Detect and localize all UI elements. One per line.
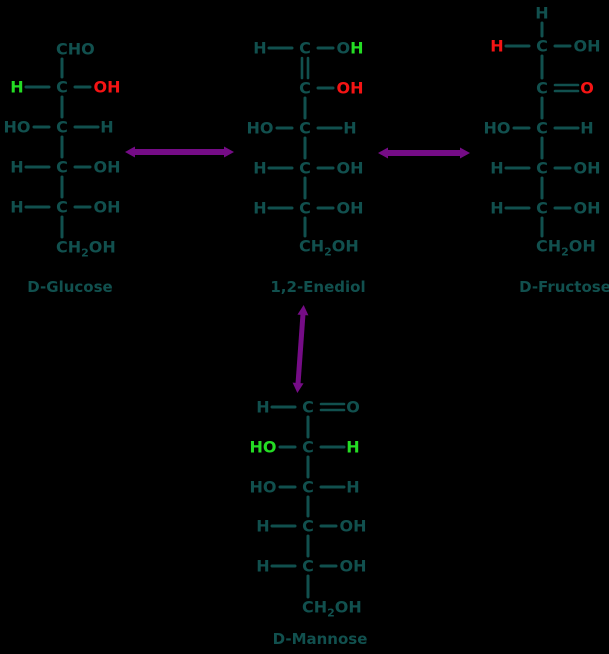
carbon-atom: C xyxy=(536,37,548,56)
substituent-right: OH xyxy=(574,199,601,218)
substituent-right: OH xyxy=(337,199,364,218)
group-ch2oh: CH2OH xyxy=(56,238,116,260)
substituent-right: H xyxy=(100,118,113,137)
structure-label-mannose: D-Mannose xyxy=(273,630,368,648)
group-cho: CHO xyxy=(56,40,95,59)
group-ch2oh: CH2OH xyxy=(536,237,596,259)
group-ch2oh: CH2OH xyxy=(299,237,359,259)
substituent-left: H xyxy=(256,398,269,417)
carbon-atom: C xyxy=(302,517,314,536)
arrow-head xyxy=(378,147,388,159)
carbon-atom: C xyxy=(536,119,548,138)
substituent-left: H xyxy=(10,78,23,97)
arrow-head xyxy=(125,146,135,158)
equilibrium-arrow-enediol-mannose-equilibrium xyxy=(292,305,309,393)
substituent-left: HO xyxy=(484,119,511,138)
substituent-left: H xyxy=(256,557,269,576)
substituent-right: OH xyxy=(574,159,601,178)
carbon-atom: C xyxy=(299,159,311,178)
substituent-left: H xyxy=(253,39,266,58)
substituent-left: H xyxy=(490,199,503,218)
substituent-left: HO xyxy=(247,119,274,138)
substituent-right: H xyxy=(580,119,593,138)
substituent-left: H xyxy=(256,517,269,536)
substituent-left: H xyxy=(10,198,23,217)
substituent-left: H xyxy=(10,158,23,177)
carbon-atom: C xyxy=(299,119,311,138)
structure-label-enediol: 1,2-Enediol xyxy=(270,278,365,296)
carbon-atom: C xyxy=(56,198,68,217)
substituent-right: OH xyxy=(337,39,364,58)
substituent-right: OH xyxy=(340,557,367,576)
substituent-right: H xyxy=(343,119,356,138)
carbon-atom: C xyxy=(536,79,548,98)
carbon-atom: C xyxy=(536,199,548,218)
substituent-left: HO xyxy=(250,478,277,497)
carbon-atom: C xyxy=(299,199,311,218)
substituent-right: H xyxy=(346,438,359,457)
equilibrium-arrow-enediol-fructose-equilibrium xyxy=(378,147,470,159)
carbon-atom: C xyxy=(536,159,548,178)
arrow-shaft xyxy=(295,313,306,385)
substituent-right: OH xyxy=(337,79,364,98)
carbon-atom: H xyxy=(535,4,548,23)
substituent-right: OH xyxy=(94,198,121,217)
carbon-atom: C xyxy=(302,478,314,497)
substituent-right: O xyxy=(580,79,594,98)
substituent-right: OH xyxy=(340,517,367,536)
substituent-right: H xyxy=(346,478,359,497)
substituent-right: OH xyxy=(574,37,601,56)
substituent-right: OH xyxy=(94,158,121,177)
carbon-atom: C xyxy=(302,438,314,457)
arrow-head xyxy=(460,147,470,159)
substituent-right: OH xyxy=(337,159,364,178)
substituent-left: H xyxy=(490,37,503,56)
carbon-atom: C xyxy=(56,118,68,137)
carbon-atom: C xyxy=(56,78,68,97)
arrow-head xyxy=(224,146,234,158)
substituent-right: OH xyxy=(94,78,121,97)
equilibrium-arrow-glucose-enediol-equilibrium xyxy=(125,146,234,158)
substituent-left: H xyxy=(253,159,266,178)
carbon-atom: C xyxy=(302,557,314,576)
group-ch2oh: CH2OH xyxy=(302,598,362,620)
substituent-right: O xyxy=(346,398,360,417)
substituent-left: H xyxy=(253,199,266,218)
structure-label-glucose: D-Glucose xyxy=(27,278,112,296)
carbon-atom: C xyxy=(299,39,311,58)
substituent-left: HO xyxy=(4,118,31,137)
arrow-head xyxy=(292,382,304,393)
carbon-atom: C xyxy=(302,398,314,417)
carbon-atom: C xyxy=(299,79,311,98)
arrow-head xyxy=(297,305,309,316)
substituent-left: HO xyxy=(250,438,277,457)
structure-label-fructose: D-Fructose xyxy=(519,278,609,296)
carbon-atom: C xyxy=(56,158,68,177)
substituent-left: H xyxy=(490,159,503,178)
